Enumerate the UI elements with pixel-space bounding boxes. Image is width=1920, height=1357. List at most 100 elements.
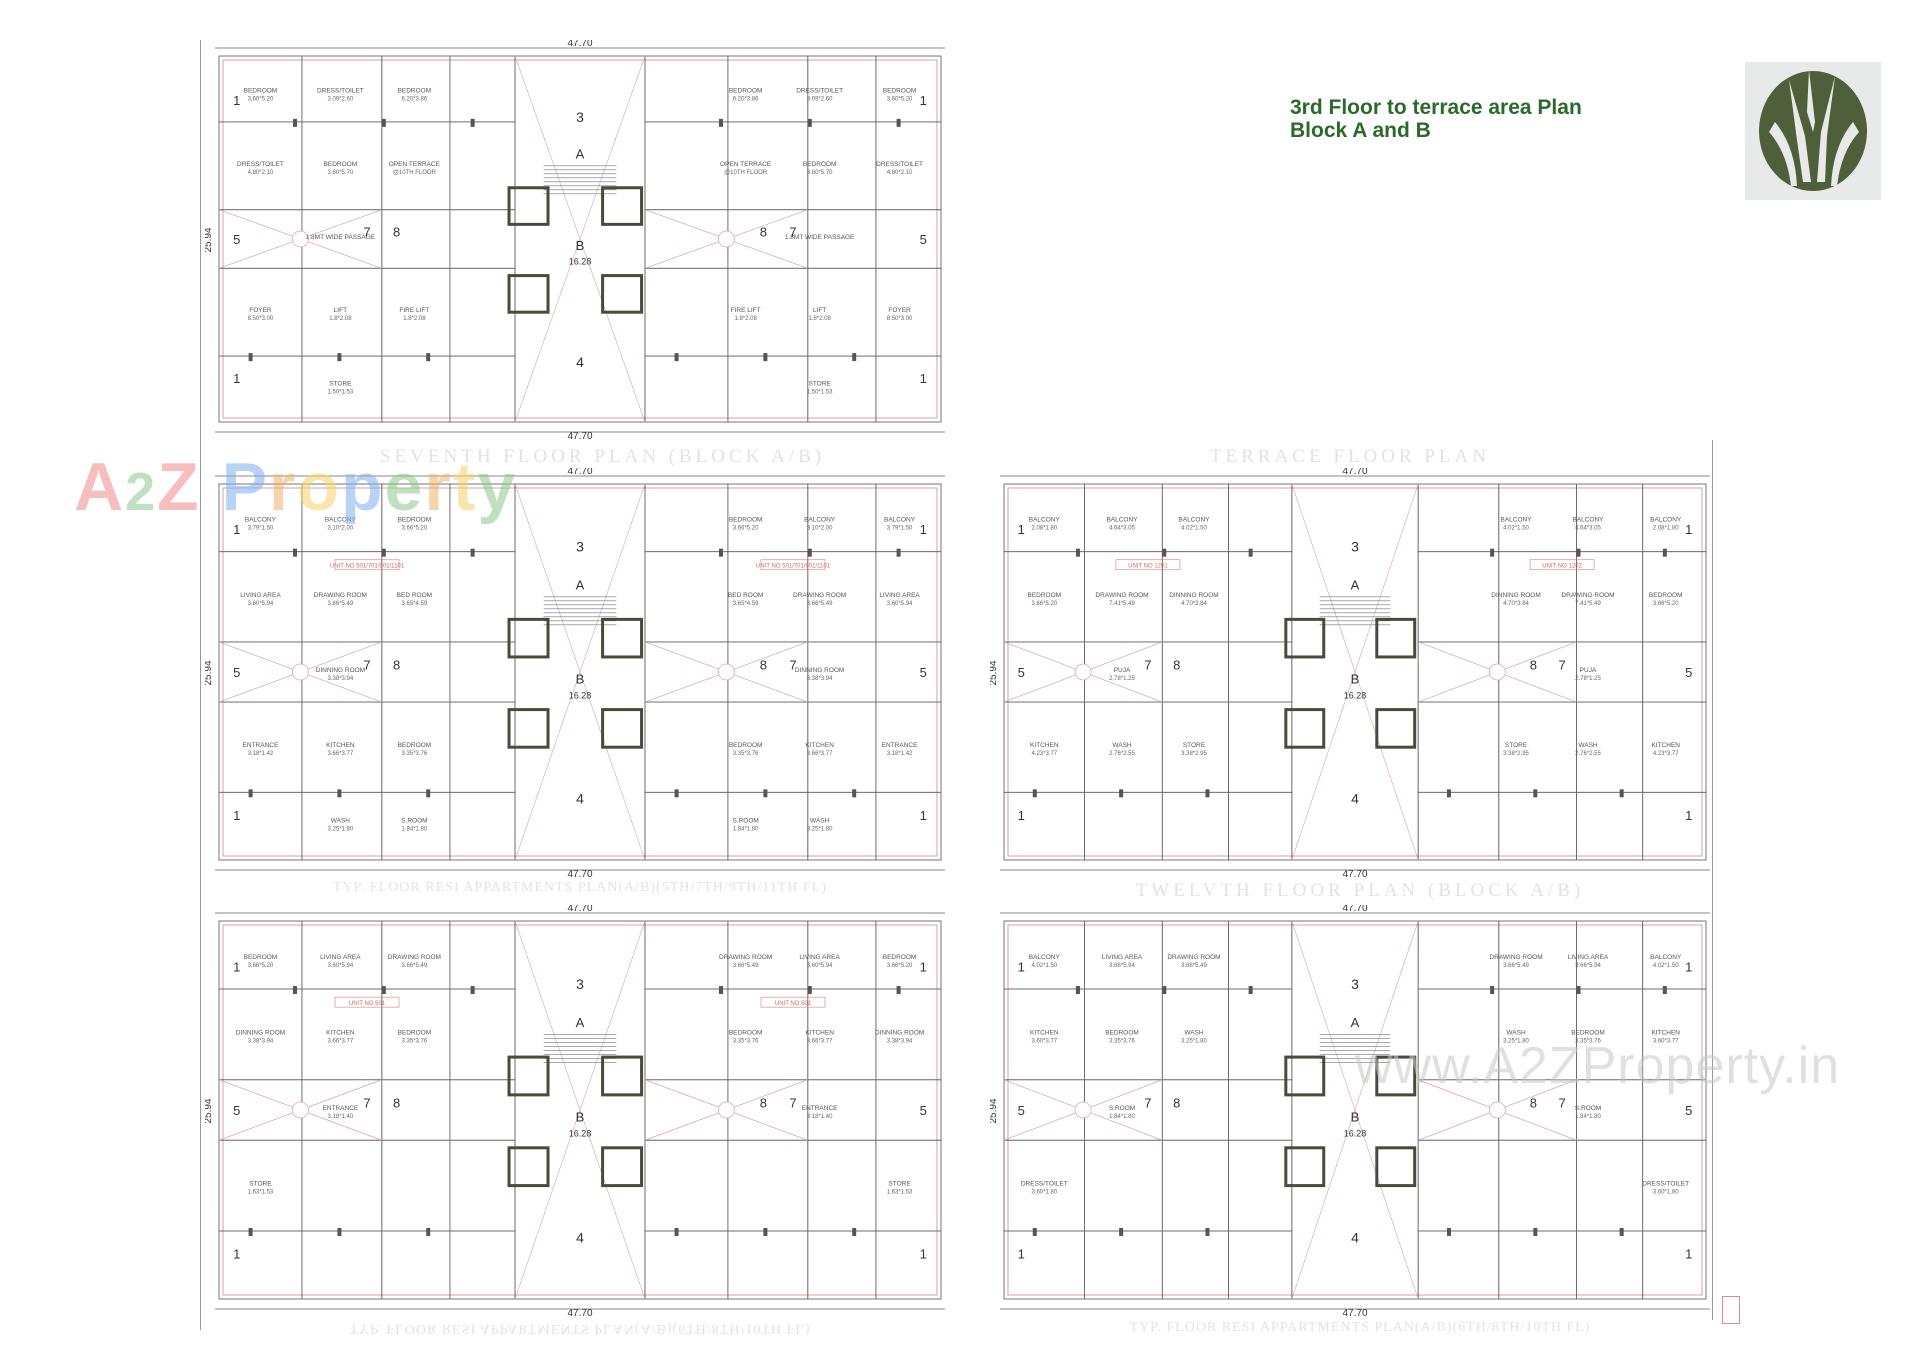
svg-text:FIRE LIFT: FIRE LIFT — [731, 307, 761, 314]
svg-text:3.79*1.50: 3.79*1.50 — [248, 526, 274, 532]
room-label: DINNING ROOM 3.38*3.94 — [236, 1029, 285, 1044]
svg-text:LIVING AREA: LIVING AREA — [799, 954, 840, 961]
svg-text:1: 1 — [1685, 959, 1692, 974]
svg-text:BALCONY: BALCONY — [1572, 517, 1604, 524]
svg-text:3.38*3.94: 3.38*3.94 — [807, 676, 833, 682]
svg-text:7: 7 — [363, 657, 370, 672]
svg-text:STORE: STORE — [808, 380, 831, 387]
svg-text:3.66*5.49: 3.66*5.49 — [807, 601, 833, 607]
svg-text:1: 1 — [1018, 959, 1025, 974]
svg-text:7: 7 — [1558, 657, 1565, 672]
svg-text:3.60*1.80: 3.60*1.80 — [1031, 1190, 1057, 1196]
svg-text:16.28: 16.28 — [569, 690, 592, 700]
svg-text:3.18*1.42: 3.18*1.42 — [887, 751, 913, 757]
svg-text:DRAWING ROOM: DRAWING ROOM — [388, 954, 441, 961]
svg-text:1: 1 — [233, 371, 240, 386]
svg-text:2.76*2.55: 2.76*2.55 — [1575, 751, 1601, 757]
svg-text:3: 3 — [576, 539, 584, 555]
svg-text:1.50*1.53: 1.50*1.53 — [807, 389, 833, 395]
svg-text:STORE: STORE — [1505, 742, 1528, 749]
svg-text:DRESS/TOILET: DRESS/TOILET — [796, 88, 843, 95]
svg-text:DRAWING ROOM: DRAWING ROOM — [1167, 954, 1220, 961]
room-label: STORE 1.50*1.53 — [807, 380, 833, 395]
svg-text:1: 1 — [1018, 808, 1025, 823]
svg-text:3.79*1.50: 3.79*1.50 — [887, 526, 913, 532]
svg-text:1.84*1.80: 1.84*1.80 — [1575, 1114, 1601, 1120]
svg-text:7: 7 — [1558, 1095, 1565, 1110]
svg-text:8: 8 — [1173, 657, 1180, 672]
svg-text:DINNING ROOM: DINNING ROOM — [236, 1029, 285, 1036]
svg-text:BEDROOM: BEDROOM — [398, 88, 432, 95]
svg-text:BALCONY: BALCONY — [1106, 517, 1138, 524]
svg-text:1.8*2.08: 1.8*2.08 — [403, 316, 426, 322]
svg-text:3.38*2.95: 3.38*2.95 — [1181, 751, 1207, 757]
svg-text:LIVING AREA: LIVING AREA — [879, 592, 920, 599]
svg-text:3.60*3.77: 3.60*3.77 — [1031, 1038, 1057, 1044]
svg-text:BALCONY: BALCONY — [804, 517, 836, 524]
svg-text:4.02*1.50: 4.02*1.50 — [1653, 963, 1679, 969]
svg-text:4.02*1.50: 4.02*1.50 — [1181, 526, 1207, 532]
svg-text:8: 8 — [760, 657, 767, 672]
svg-text:47.70: 47.70 — [567, 40, 592, 49]
svg-text:A: A — [1351, 1015, 1360, 1030]
svg-text:1.8MT WIDE PASSAGE: 1.8MT WIDE PASSAGE — [306, 234, 376, 241]
svg-text:3.35*3.76: 3.35*3.76 — [402, 751, 428, 757]
svg-text:1: 1 — [233, 522, 240, 537]
svg-text:DRAWING ROOM: DRAWING ROOM — [719, 954, 772, 961]
svg-text:BEDROOM: BEDROOM — [1571, 1029, 1605, 1036]
svg-text:3.38*3.94: 3.38*3.94 — [248, 1038, 274, 1044]
svg-text:1.63*1.53: 1.63*1.53 — [248, 1190, 274, 1196]
svg-text:8: 8 — [393, 1095, 400, 1110]
svg-text:@10TH FLOOR: @10TH FLOOR — [393, 170, 437, 176]
svg-text:3.66*5.94: 3.66*5.94 — [1109, 963, 1135, 969]
svg-text:BEDROOM: BEDROOM — [729, 1029, 763, 1036]
svg-text:KITCHEN: KITCHEN — [805, 742, 834, 749]
svg-text:3.38*3.94: 3.38*3.94 — [887, 1038, 913, 1044]
svg-text:4: 4 — [576, 1229, 584, 1245]
svg-text:47.70: 47.70 — [567, 869, 592, 878]
svg-text:KITCHEN: KITCHEN — [326, 1029, 355, 1036]
svg-text:KITCHEN: KITCHEN — [805, 1029, 834, 1036]
svg-text:3.35*3.76: 3.35*3.76 — [733, 1038, 759, 1044]
svg-text:BEDROOM: BEDROOM — [398, 517, 432, 524]
svg-text:4: 4 — [1351, 791, 1359, 807]
svg-text:BED ROOM: BED ROOM — [397, 592, 432, 599]
svg-text:ENTRANCE: ENTRANCE — [243, 742, 279, 749]
svg-text:WASH: WASH — [810, 817, 830, 824]
svg-text:3.18*1.40: 3.18*1.40 — [807, 1114, 833, 1120]
svg-text:4.70*3.84: 4.70*3.84 — [1181, 601, 1207, 607]
svg-text:8.50*3.00: 8.50*3.00 — [887, 316, 913, 322]
svg-text:KITCHEN: KITCHEN — [326, 742, 355, 749]
svg-text:DRAWING ROOM: DRAWING ROOM — [793, 592, 846, 599]
svg-text:BEDROOM: BEDROOM — [1649, 592, 1683, 599]
svg-text:8: 8 — [1530, 657, 1537, 672]
svg-text:1.63*1.53: 1.63*1.53 — [887, 1190, 913, 1196]
svg-text:DINNING ROOM: DINNING ROOM — [1491, 592, 1540, 599]
svg-text:FOYER: FOYER — [249, 307, 272, 314]
svg-text:1: 1 — [233, 808, 240, 823]
